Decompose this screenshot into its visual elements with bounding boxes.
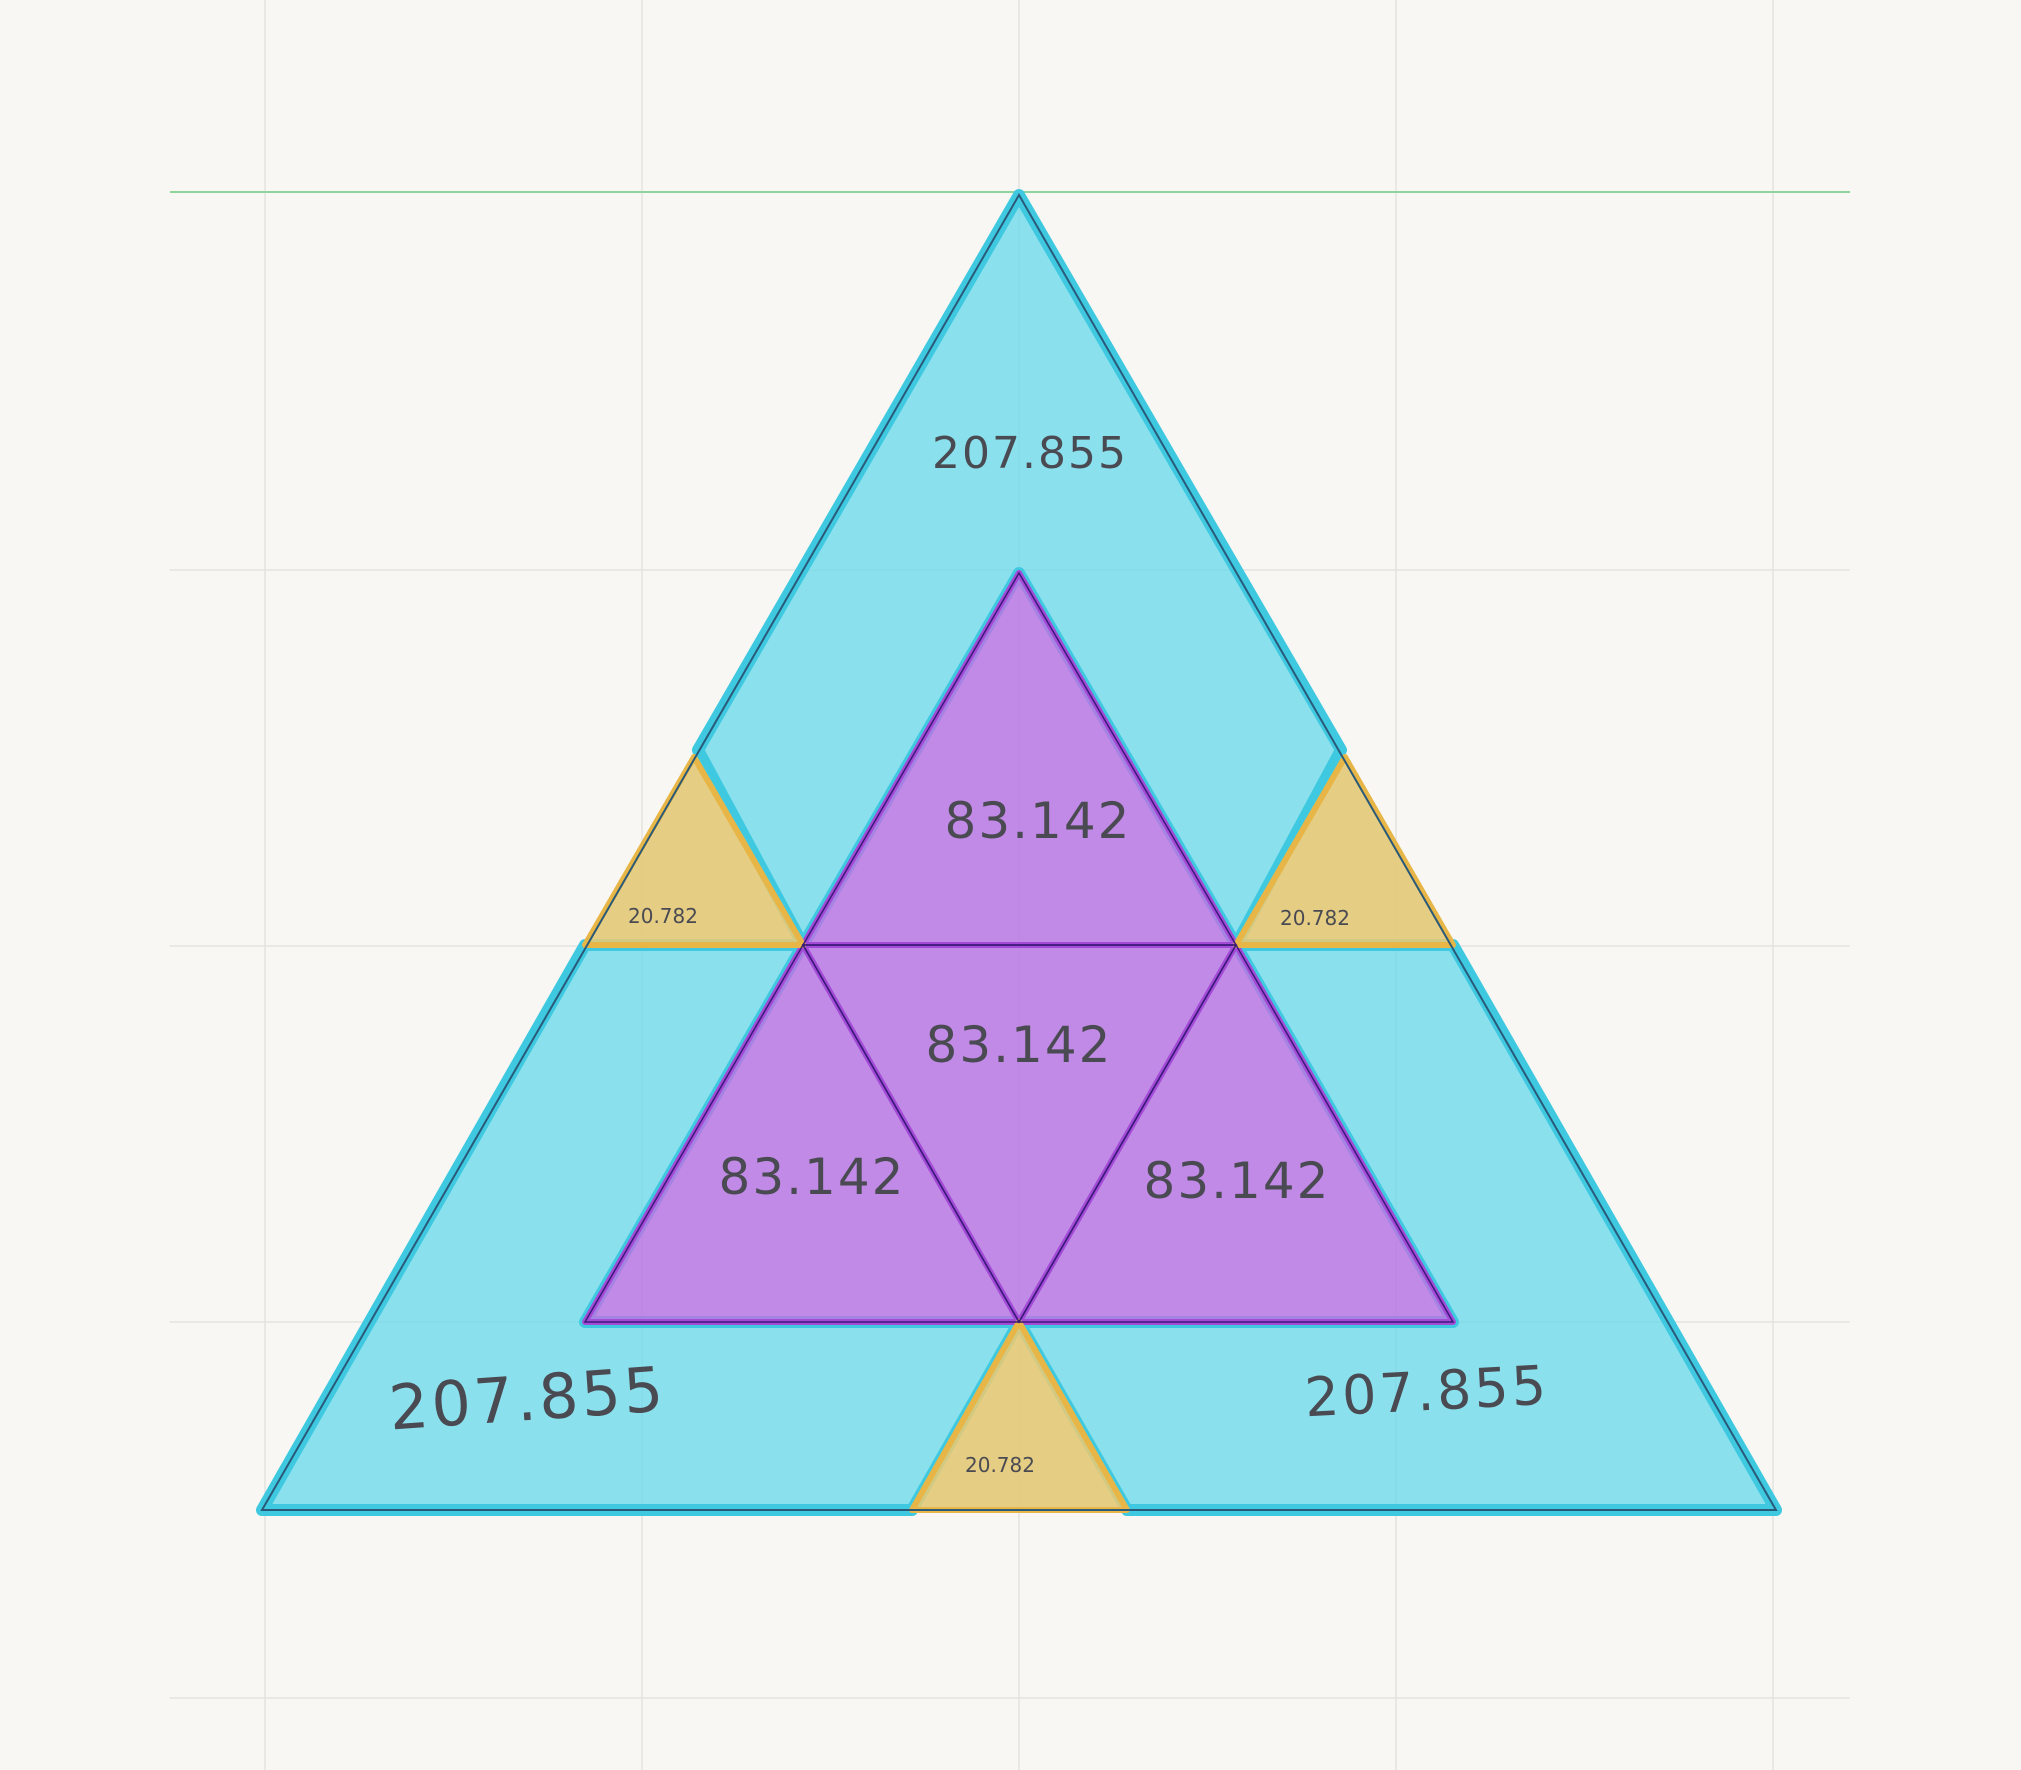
label-gold-bottom: 20.782 [965,1453,1035,1477]
gold-triangle-left [582,754,806,948]
outer-triangle-outline [260,192,1778,1511]
purple-left-edge [583,943,1021,1323]
label-gold-left: 20.782 [628,904,698,928]
label-cyan-right: 207.855 [1303,1354,1550,1430]
label-cyan-top: 207.855 [932,428,1128,479]
label-gold-right: 20.782 [1280,906,1350,930]
gold-triangle-right [1233,754,1456,948]
label-purple-center: 83.142 [926,1016,1113,1074]
purple-right-edge [1017,943,1455,1323]
label-purple-right: 83.142 [1144,1152,1331,1210]
label-purple-top: 83.142 [945,792,1132,850]
label-purple-left: 83.142 [719,1148,906,1206]
triangle-shapes [256,189,1782,1516]
